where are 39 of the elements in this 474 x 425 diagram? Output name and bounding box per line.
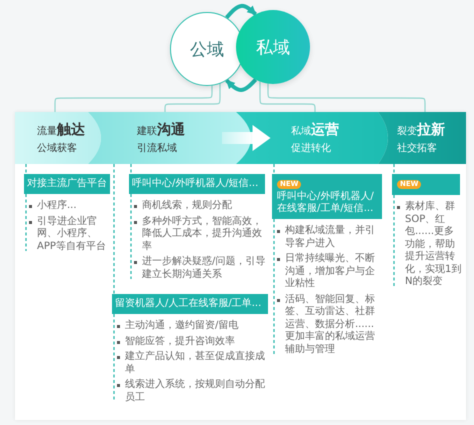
dashed-connector: [25, 164, 27, 174]
stage-segment: [378, 112, 466, 164]
list-item: 日常持续曝光、不断沟通，增加客户与企业粘性: [277, 253, 382, 290]
list-item: 活码、智能回复、标签、互动雷达、社群运营、数据分析......更加丰富的私域运营辅助与管理: [277, 294, 382, 356]
category-header: 留资机器人/人工在线客服/工单...: [112, 294, 268, 314]
curved-arrow: [225, 78, 258, 92]
list-item: 线索进入系统，按规则自动分配员工: [117, 379, 267, 404]
list-item: 素材库、群SOP、红包......更多功能，帮助提升运营转化，实现1到N的裂变: [397, 201, 463, 288]
dashed-connector: [113, 164, 115, 294]
domain-circle: 私域: [236, 10, 310, 84]
category-header: 对接主流广告平台: [24, 174, 110, 194]
list-item: 商机线索，规则分配: [134, 200, 268, 212]
header-text: 呼叫中心/外呼机器人/在线客服/工单/短信...: [277, 191, 375, 215]
curved-arrow: [225, 4, 257, 19]
list-item: 建立产品认知，甚至促成直接成单: [117, 351, 267, 376]
stage-subtitle: 促进转化: [291, 143, 331, 155]
stage-title: 裂变拉新: [397, 121, 445, 140]
dashed-connector: [130, 164, 132, 174]
stage-title: 建联沟通: [137, 121, 185, 140]
list-item: 智能应答，提升咨询效率: [117, 336, 267, 348]
list-item: 引导进企业官网、小程序、APP等自有平台: [29, 216, 109, 253]
stage-subtitle: 社交拓客: [397, 143, 437, 155]
category-header: [392, 174, 460, 195]
stage-subtitle: 公域获客: [37, 143, 77, 155]
dashed-connector: [393, 164, 395, 174]
stage-segment: [15, 112, 101, 164]
stage-title: 流量触达: [37, 121, 85, 140]
category-header: 呼叫中心/外呼机器人/短信...: [129, 174, 265, 194]
dashed-connector: [273, 164, 275, 174]
list-item: 小程序...: [29, 200, 109, 212]
list-item: 多种外呼方式，智能高效，降低人工成本，提升沟通效率: [134, 216, 268, 253]
connector-line: [164, 84, 221, 112]
connector-line: [259, 82, 316, 112]
list-item: 构建私域流量，并引导客户进入: [277, 225, 382, 250]
category-header: [272, 174, 382, 219]
stage-title: 私域运营: [291, 121, 339, 140]
list-item: 主动沟通，邀约留资/留电: [117, 320, 267, 332]
list-item: 进一步解决疑惑/问题，引导建立长期沟通关系: [134, 256, 268, 281]
stage-subtitle: 引流私域: [137, 143, 177, 155]
